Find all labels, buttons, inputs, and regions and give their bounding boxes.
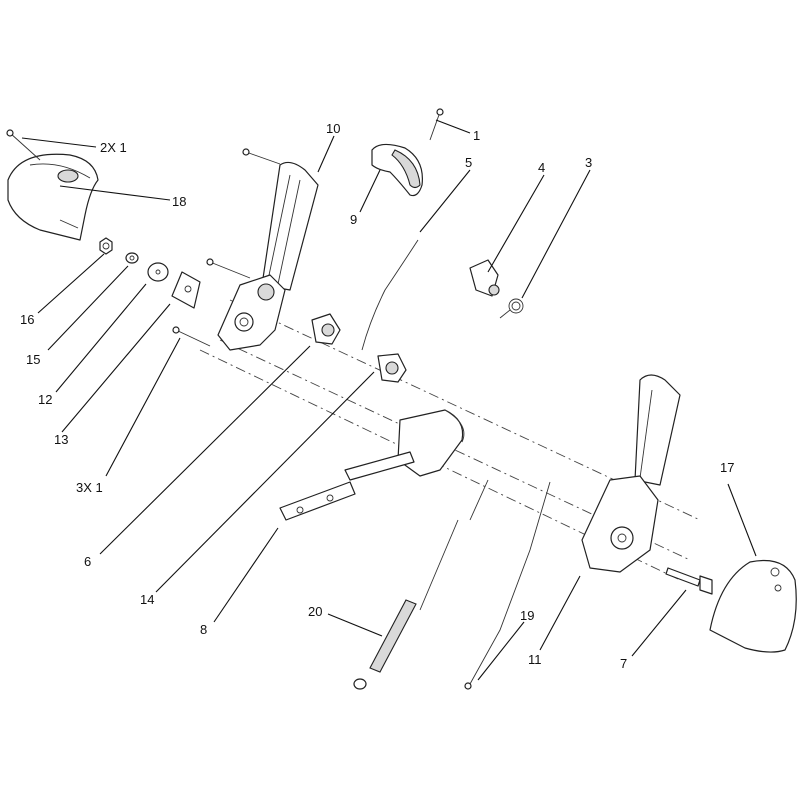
part-1-screw (429, 108, 444, 141)
callout-labels: 1 2X 1 3 3X 1 4 5 6 7 8 9 10 11 12 13 14… (20, 121, 734, 671)
part-9-handle-grip (371, 143, 423, 197)
part-10-left-lever (206, 148, 319, 351)
part-4-latch (469, 259, 500, 297)
part-13-pad (171, 271, 201, 309)
callout-7: 7 (620, 656, 627, 671)
callout-18: 18 (172, 194, 186, 209)
part-7-bolt (665, 567, 713, 595)
part-screw-2x (6, 129, 41, 161)
part-18-left-cover (7, 153, 99, 241)
part-19-cable (464, 481, 551, 690)
callout-17: 17 (720, 460, 734, 475)
part-16-nut (99, 237, 113, 255)
callout-3x1: 3X 1 (76, 480, 103, 495)
callout-3: 3 (585, 155, 592, 170)
callout-5: 5 (465, 155, 472, 170)
part-3-spring (499, 298, 524, 319)
part-14-bushing (377, 353, 407, 383)
leader-lines (21, 119, 757, 681)
callout-13: 13 (54, 432, 68, 447)
part-6-bushing (311, 313, 341, 345)
callout-16: 16 (20, 312, 34, 327)
callout-9: 9 (350, 212, 357, 227)
callout-11: 11 (528, 652, 542, 667)
part-20-spring-cable (353, 479, 489, 690)
part-8-shaft-gear (279, 409, 465, 521)
callout-10: 10 (326, 121, 340, 136)
callout-1: 1 (473, 128, 480, 143)
callout-20: 20 (308, 604, 322, 619)
callout-8: 8 (200, 622, 207, 637)
callout-4: 4 (538, 160, 545, 175)
part-screw-3x (172, 326, 211, 347)
part-12-washer (147, 262, 169, 282)
callout-12: 12 (38, 392, 52, 407)
part-15-washer (125, 252, 139, 264)
part-5-wire-rod (361, 239, 419, 351)
callout-2x1: 2X 1 (100, 140, 127, 155)
callout-14: 14 (140, 592, 154, 607)
part-11-right-lever (581, 374, 681, 573)
part-17-right-cover (709, 559, 797, 653)
callout-15: 15 (26, 352, 40, 367)
callout-19: 19 (520, 608, 534, 623)
callout-6: 6 (84, 554, 91, 569)
